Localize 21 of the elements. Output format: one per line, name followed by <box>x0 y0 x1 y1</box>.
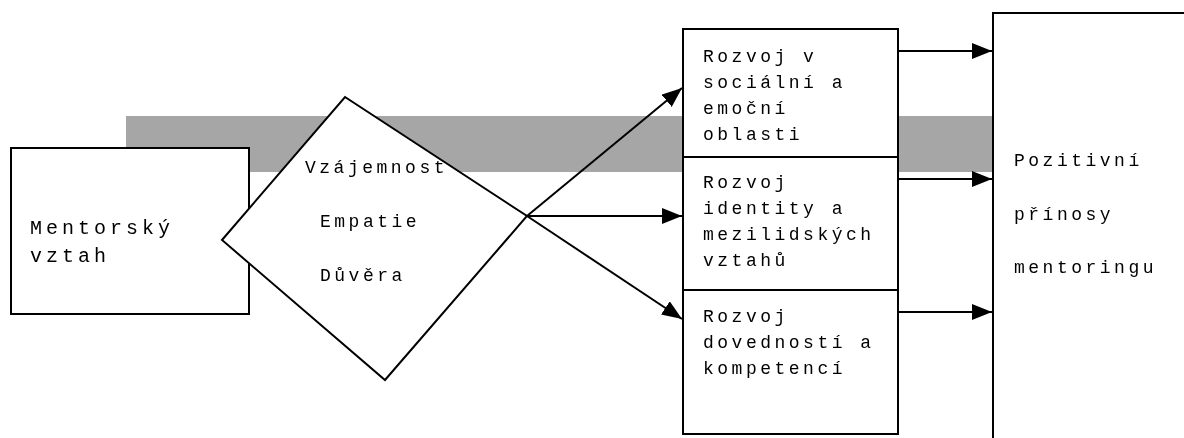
node-text: Pozitivní <box>1014 150 1143 173</box>
process-box <box>682 156 899 291</box>
arrow <box>526 215 683 320</box>
process-box <box>992 12 1184 438</box>
arrow <box>526 87 683 217</box>
node-text: Vzájemnost <box>305 157 449 180</box>
node-text: Důvěra <box>320 265 406 288</box>
arrow <box>898 43 993 59</box>
node-text: Rozvoj identity a mezilidských vztahů <box>703 172 876 273</box>
arrow <box>526 208 683 224</box>
process-box <box>10 147 250 315</box>
arrow <box>898 304 993 320</box>
node-text: Rozvoj dovedností a kompetencí <box>703 306 876 381</box>
process-box <box>682 289 899 435</box>
node-text: Mentorský vztah <box>30 216 176 270</box>
node-text: mentoringu <box>1014 257 1158 280</box>
node-text: přínosy <box>1014 204 1115 227</box>
process-box <box>682 28 899 158</box>
node-text: Empatie <box>320 211 421 234</box>
node-text: Rozvoj v sociální a emoční oblasti <box>703 46 848 147</box>
arrow <box>898 171 993 187</box>
